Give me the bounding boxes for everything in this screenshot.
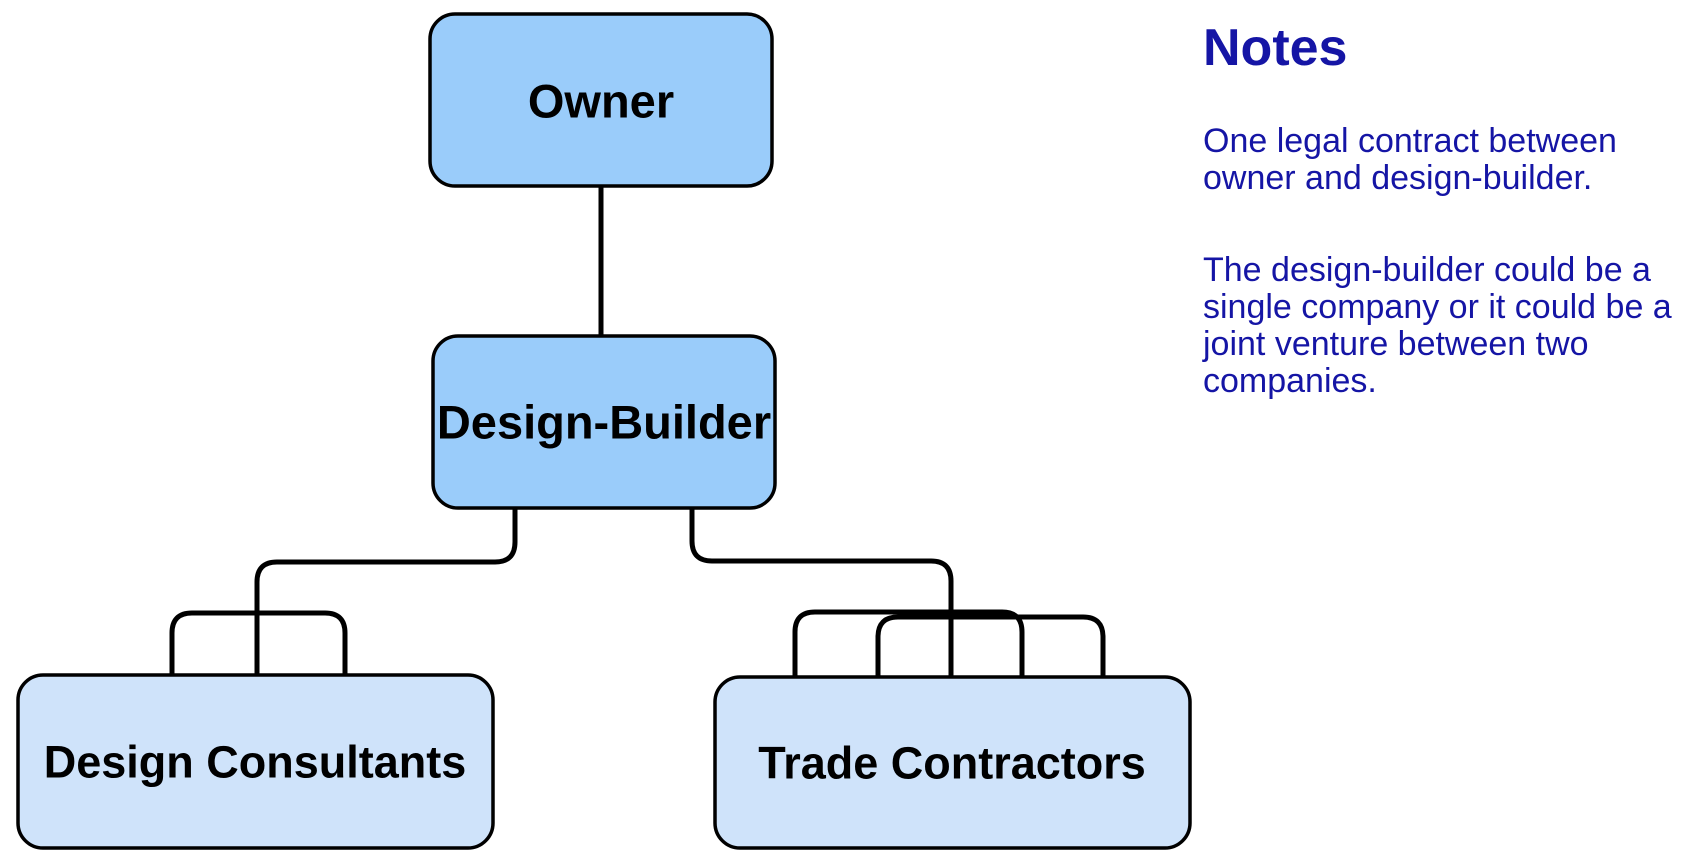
node-design-consultants: Design Consultants xyxy=(16,673,495,850)
node-design-builder-box xyxy=(431,334,777,510)
notes-title: Notes xyxy=(1203,19,1348,77)
notes-paragraph-1: One legal contract between owner and des… xyxy=(1203,122,1617,198)
bracket-consultants xyxy=(169,610,348,678)
node-design-consultants-box xyxy=(16,673,495,850)
notes-paragraph-2: The design-builder could be a single com… xyxy=(1203,251,1672,401)
bracket-contractors-2 xyxy=(875,614,1106,678)
node-owner-label: Owner xyxy=(528,75,674,128)
node-trade-contractors-box xyxy=(713,675,1192,850)
node-owner-box xyxy=(428,12,774,188)
node-trade-contractors: Trade Contractors xyxy=(713,675,1192,850)
node-design-builder: Design-Builder xyxy=(431,334,777,510)
node-owner: Owner xyxy=(428,12,774,188)
notes-panel: Notes One legal contract between owner a… xyxy=(1203,19,1681,455)
node-design-consultants-label: Design Consultants xyxy=(44,737,467,788)
node-trade-contractors-label: Trade Contractors xyxy=(758,738,1146,789)
edge-designbuilder-contractors xyxy=(689,508,954,678)
edge-designbuilder-consultants xyxy=(254,508,518,677)
bracket-contractors-1 xyxy=(792,609,1025,678)
node-design-builder-label: Design-Builder xyxy=(437,396,771,449)
